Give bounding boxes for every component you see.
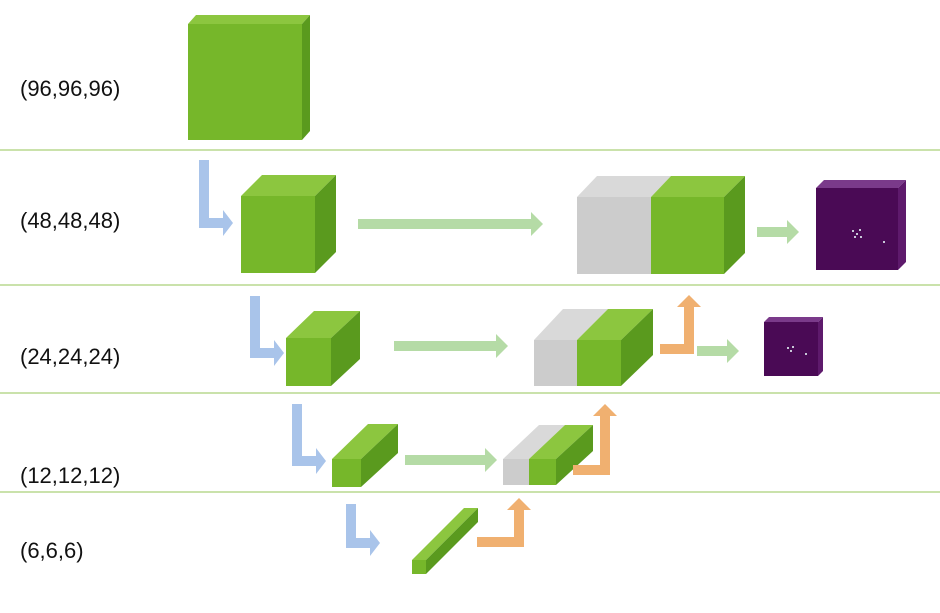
decoder-block-24 [534,309,653,386]
skip-arrows [358,212,799,472]
right-up-arrow-icon [660,295,701,354]
down-right-arrow-icon [292,404,326,474]
down-right-arrow-icon [250,296,284,366]
right-up-arrow-icon [477,498,531,547]
level-label-96: (96,96,96) [20,76,120,101]
level-label-24: (24,24,24) [20,344,120,369]
bottleneck-cube-6 [412,508,478,574]
level-label-12: (12,12,12) [20,463,120,488]
encoder-cube-12 [332,424,398,487]
output-cube-24 [764,317,823,376]
level-label-6: (6,6,6) [20,538,84,563]
output-speckles [852,229,885,243]
down-right-arrow-icon [199,160,233,236]
down-right-arrow-icon [346,504,380,556]
downsample-arrows [199,160,380,556]
encoder-cube-48 [241,175,336,273]
decoder-block-12 [503,425,593,485]
right-arrow-icon [757,220,799,244]
encoder-cube-24 [286,311,360,386]
right-arrow-icon [394,334,508,358]
encoder-cube-96 [188,15,310,140]
upsample-arrows [477,295,701,547]
output-speckles [787,346,807,355]
level-separators [0,149,940,493]
right-up-arrow-icon [573,404,617,475]
right-arrow-icon [405,448,497,472]
right-arrow-icon [697,339,739,363]
level-label-48: (48,48,48) [20,208,120,233]
decoder-block-48 [577,176,745,274]
right-arrow-icon [358,212,543,236]
output-cube-48 [816,180,906,270]
